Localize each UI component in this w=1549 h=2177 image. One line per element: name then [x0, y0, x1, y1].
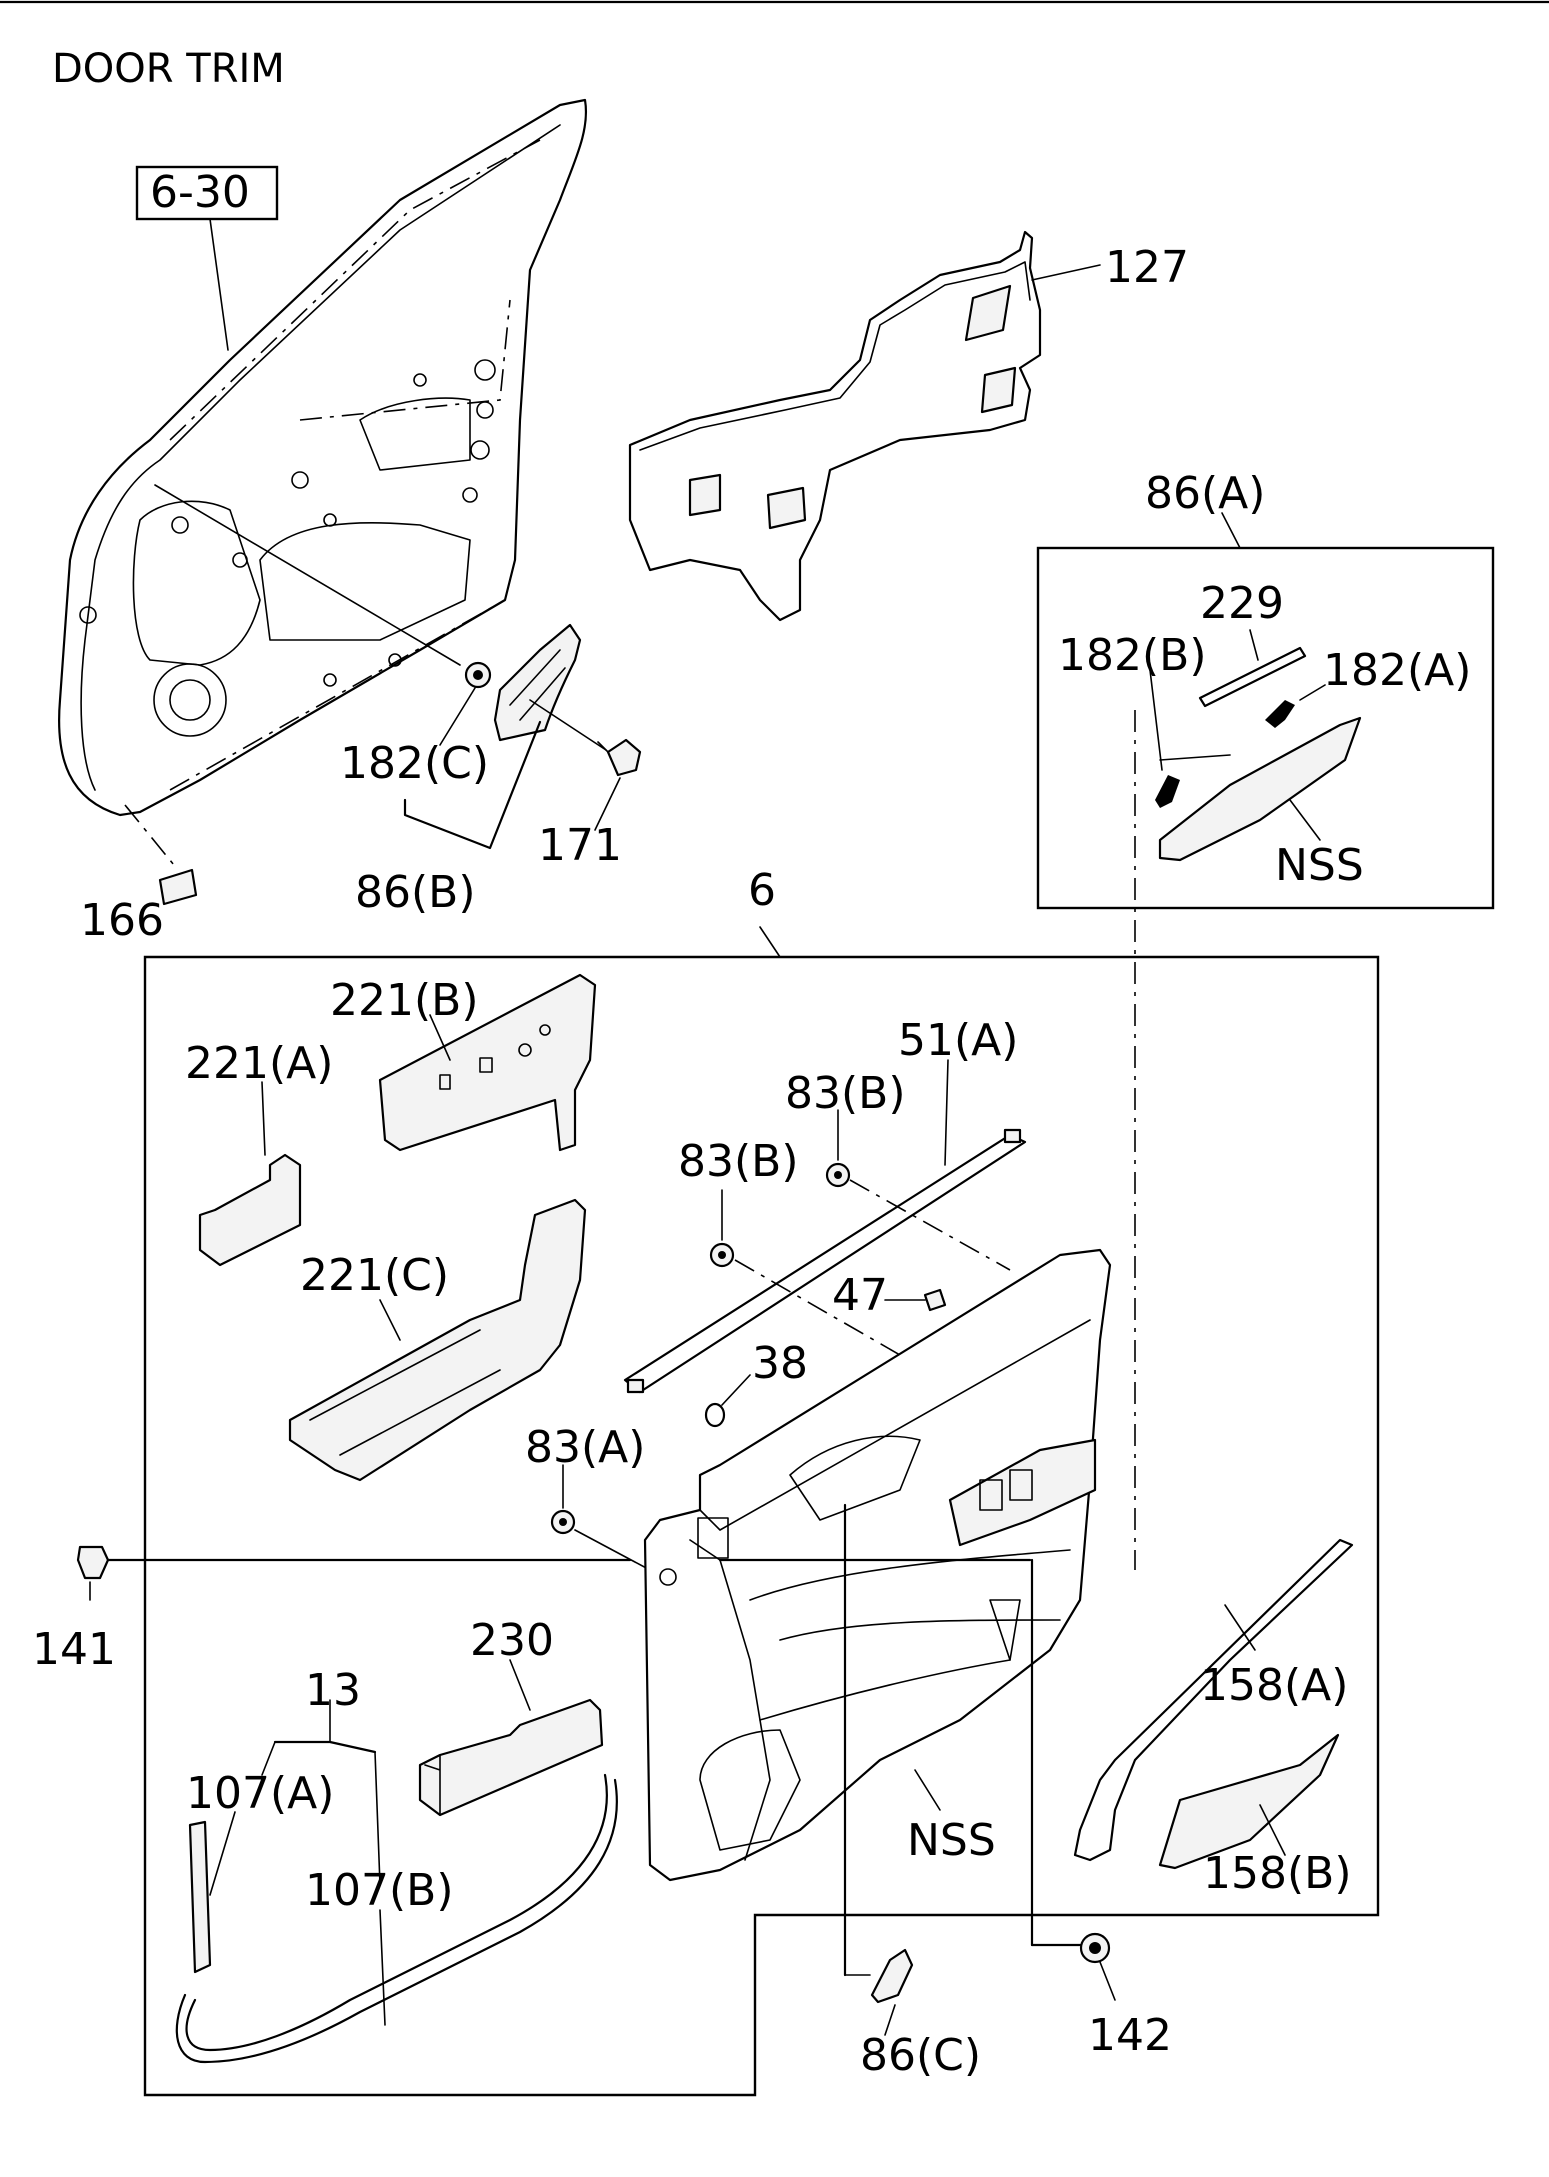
- label-86b: 86(B): [355, 867, 476, 918]
- part-221c: [288, 1198, 587, 1482]
- label-nss-bottom: NSS: [907, 1815, 996, 1866]
- label-nss-top: NSS: [1275, 840, 1364, 891]
- part-51a-strip: [623, 1059, 1027, 1394]
- label-158a: 158(A): [1200, 1660, 1348, 1711]
- label-230: 230: [470, 1615, 554, 1666]
- label-182c: 182(C): [340, 738, 489, 789]
- label-38: 38: [752, 1338, 808, 1389]
- clip-83b-2: [709, 1189, 901, 1356]
- door-shell: 6-30: [58, 98, 587, 817]
- ref-box-frame: [135, 165, 279, 221]
- clip-182c: [439, 661, 492, 746]
- label-107a: 107(A): [186, 1768, 334, 1819]
- label-221a: 221(A): [185, 1038, 333, 1089]
- label-86c: 86(C): [860, 2030, 981, 2081]
- part-127-sheet: [628, 230, 1101, 622]
- label-127: 127: [1105, 242, 1189, 293]
- part-230: [418, 1659, 604, 1817]
- label-182a: 182(A): [1323, 645, 1471, 696]
- part-166: [124, 804, 198, 906]
- part-107a: [188, 1811, 236, 1974]
- clip-38: [704, 1374, 751, 1428]
- label-83b-1: 83(B): [785, 1068, 906, 1119]
- clip-141: [76, 1545, 632, 1601]
- door-trim-panel: [643, 1248, 1112, 1882]
- part-221a: [198, 1081, 302, 1267]
- label-221b: 221(B): [330, 975, 479, 1026]
- label-13: 13: [305, 1665, 361, 1716]
- label-221c: 221(C): [300, 1250, 449, 1301]
- clip-142: [1079, 1932, 1116, 2001]
- part-158a: [1073, 1538, 1354, 1862]
- label-182b: 182(B): [1058, 630, 1207, 681]
- part-nss-inset: [1158, 716, 1362, 862]
- label-86a: 86(A): [1145, 468, 1265, 519]
- label-47: 47: [832, 1270, 888, 1321]
- frame-6: [143, 955, 1380, 2097]
- label-51a: 51(A): [898, 1015, 1018, 1066]
- part-107b: [175, 1773, 618, 2064]
- clip-182a: [1265, 684, 1326, 728]
- label-142: 142: [1088, 2010, 1172, 2061]
- clip-171: [529, 699, 642, 831]
- part-86b: [403, 623, 582, 850]
- page-title: DOOR TRIM: [52, 46, 285, 92]
- label-166: 166: [80, 895, 164, 946]
- label-107b: 107(B): [305, 1865, 454, 1916]
- group-13: [261, 1699, 381, 1886]
- part-221b: [378, 973, 597, 1152]
- clip-47: [884, 1288, 947, 1312]
- ref-box-label: 6-30: [150, 167, 250, 218]
- part-229-strip: [1198, 629, 1307, 708]
- label-171: 171: [538, 820, 622, 871]
- inset-box-86a: [1036, 546, 1495, 910]
- clip-83a: [550, 1464, 651, 1571]
- label-6: 6: [748, 865, 776, 916]
- clip-83b-1: [825, 1109, 1011, 1271]
- label-158b: 158(B): [1203, 1848, 1352, 1899]
- part-158b: [1158, 1733, 1340, 1870]
- part-86c: [870, 1948, 914, 2036]
- label-83b-2: 83(B): [678, 1136, 799, 1187]
- clip-182b: [1149, 669, 1180, 808]
- label-229: 229: [1200, 578, 1284, 629]
- label-83a: 83(A): [525, 1422, 645, 1473]
- label-141: 141: [32, 1624, 116, 1675]
